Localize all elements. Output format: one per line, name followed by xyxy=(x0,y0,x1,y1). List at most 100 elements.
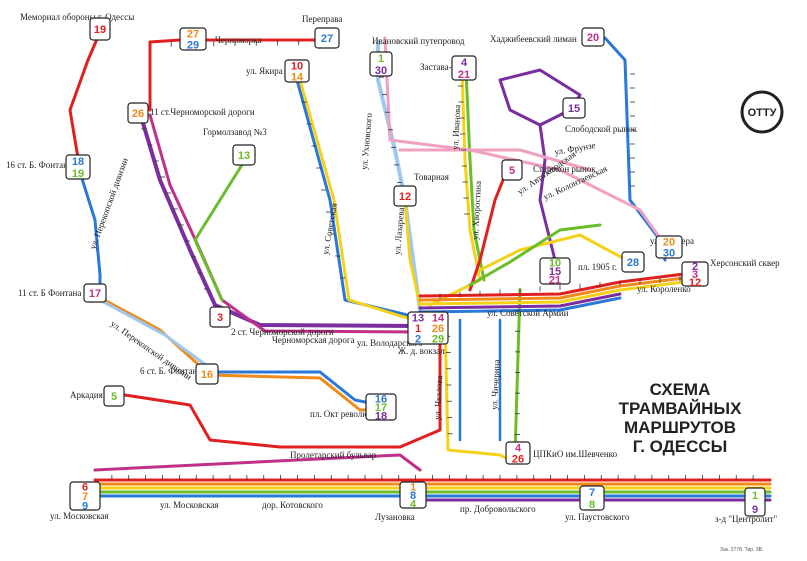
route-20-line xyxy=(603,36,667,262)
footer-note: Зак. 2778. Тир. 3В. xyxy=(720,547,763,553)
terminal-t19b: 19 xyxy=(744,487,766,517)
route-number: 1 xyxy=(415,323,421,335)
route-number: 5 xyxy=(509,165,515,177)
route-number: 8 xyxy=(410,490,416,502)
label-yakira: ул. Якира xyxy=(246,66,283,76)
label-kotovskogo: дор. Котовского xyxy=(262,500,323,510)
label-proletarsky: Пролетарский бульвар xyxy=(290,450,377,460)
route-number: 1 xyxy=(410,481,416,493)
route-number: 12 xyxy=(399,191,411,203)
label-fontan11: 11 ст. Б Фонтана xyxy=(18,288,81,298)
route-12-line xyxy=(403,198,422,307)
label-arkadiya: Аркадия xyxy=(70,390,103,400)
label-khadzhibey: Хаджибеевский лиман xyxy=(490,34,577,44)
route-number: 27 xyxy=(187,29,199,41)
route-number: 9 xyxy=(82,500,88,512)
terminal-box xyxy=(127,102,149,124)
label-oktrev: пл. Окт революции xyxy=(310,409,384,419)
route-18b-line xyxy=(98,298,212,370)
label-moskovskaya: ул. Московская xyxy=(50,511,109,521)
terminal-box xyxy=(681,261,709,287)
terminal-box xyxy=(195,363,219,385)
route-bottom-diag xyxy=(93,453,422,472)
route-number: 13 xyxy=(238,150,250,162)
label-uhnovskogo: ул. Ухновского xyxy=(359,112,374,170)
route-number: 29 xyxy=(187,40,199,52)
route-band-purple xyxy=(418,292,622,310)
label-chicherina: ул. Чичерина xyxy=(489,359,502,410)
route-number: 2 xyxy=(692,261,698,273)
terminal-t19a: 19 xyxy=(89,17,111,41)
route-number: 15 xyxy=(568,103,580,115)
terminal-t78: 78 xyxy=(579,485,605,511)
terminal-box xyxy=(209,306,231,328)
label-volodarskogo: ул. Володарского xyxy=(357,338,423,348)
terminal-box xyxy=(89,17,111,41)
terminal-t679: 679 xyxy=(69,481,101,512)
terminal-t148: 184 xyxy=(399,481,427,511)
terminal-box xyxy=(744,487,766,517)
label-moskovskaya2: ул. Московская xyxy=(160,500,219,510)
label-zastava: Застава-2 xyxy=(420,62,456,72)
route-number: 16 xyxy=(201,369,213,381)
route-band-blue xyxy=(418,296,622,314)
label-fontan16: 16 ст. Б. Фонтана xyxy=(6,160,72,170)
title-line-1: СХЕМА xyxy=(650,380,711,399)
route-number: 13 xyxy=(412,312,424,324)
terminal-box xyxy=(65,154,91,180)
label-khvorostina: ул. Хворостина xyxy=(470,181,483,241)
terminal-box xyxy=(399,481,427,509)
label-luzanovka: Лузановка xyxy=(375,512,415,522)
terminal-t421: 421 xyxy=(451,55,477,81)
route-number: 1 xyxy=(378,53,384,65)
route-5c-line xyxy=(468,168,509,292)
route-4-line xyxy=(428,68,482,307)
label-1905: пл. 1905 г. xyxy=(578,262,617,272)
route-5-line xyxy=(123,318,442,449)
terminal-box xyxy=(501,159,523,181)
route-number: 9 xyxy=(752,504,758,516)
label-chernomdorogi11: 11 ст.Черноморской дороги xyxy=(150,107,255,117)
label-paustovskogo: ул. Паустовского xyxy=(565,512,630,522)
route-number: 18 xyxy=(375,411,387,423)
route-green-east xyxy=(468,223,602,287)
route-number: 2 xyxy=(415,334,421,346)
terminal-t3: 3 xyxy=(209,306,231,328)
label-perekopskoy: ул. Перекопской дивизии xyxy=(87,156,129,250)
terminal-t130: 130 xyxy=(369,51,393,77)
route-number: 14 xyxy=(432,312,445,324)
label-vokzal: Ж. д. вокзал xyxy=(398,346,445,356)
label-korolenko: ул. Короленко xyxy=(637,284,691,294)
route-number: 7 xyxy=(589,487,595,499)
label-slobodka: Слободской рынок xyxy=(565,124,638,134)
terminal-box xyxy=(407,311,449,345)
route-15b-line xyxy=(538,123,557,262)
terminal-box xyxy=(232,144,256,166)
terminal-box xyxy=(581,27,605,47)
route-band-red xyxy=(418,270,702,298)
route-number: 10 xyxy=(291,61,303,73)
route-number: 30 xyxy=(375,65,387,77)
place-labels: Мемориал обороны г. Одессы Переправа Чер… xyxy=(6,12,780,524)
label-tsentrolit: з-д "Центролит" xyxy=(715,514,778,524)
terminal-box xyxy=(505,441,531,465)
label-chernomdoroga: Черноморская дорога xyxy=(272,335,355,345)
terminal-t28: 28 xyxy=(621,251,645,273)
label-memorial: Мемориал обороны г. Одессы xyxy=(20,12,134,22)
route-19-line xyxy=(68,30,102,160)
route-number: 4 xyxy=(461,57,468,69)
route-number: 7 xyxy=(82,491,88,503)
title-line-2: ТРАМВАЙНЫХ xyxy=(619,399,743,418)
route-number: 19 xyxy=(72,168,84,180)
logo-text: ОТТУ xyxy=(748,107,777,119)
terminal-t20: 20 xyxy=(581,27,605,47)
route-number: 26 xyxy=(132,108,144,120)
route-number: 3 xyxy=(217,312,223,324)
route-number: 26 xyxy=(432,323,444,335)
ottu-logo: ОТТУ xyxy=(740,90,784,134)
route-number: 30 xyxy=(663,248,675,260)
route-number: 14 xyxy=(291,72,304,84)
